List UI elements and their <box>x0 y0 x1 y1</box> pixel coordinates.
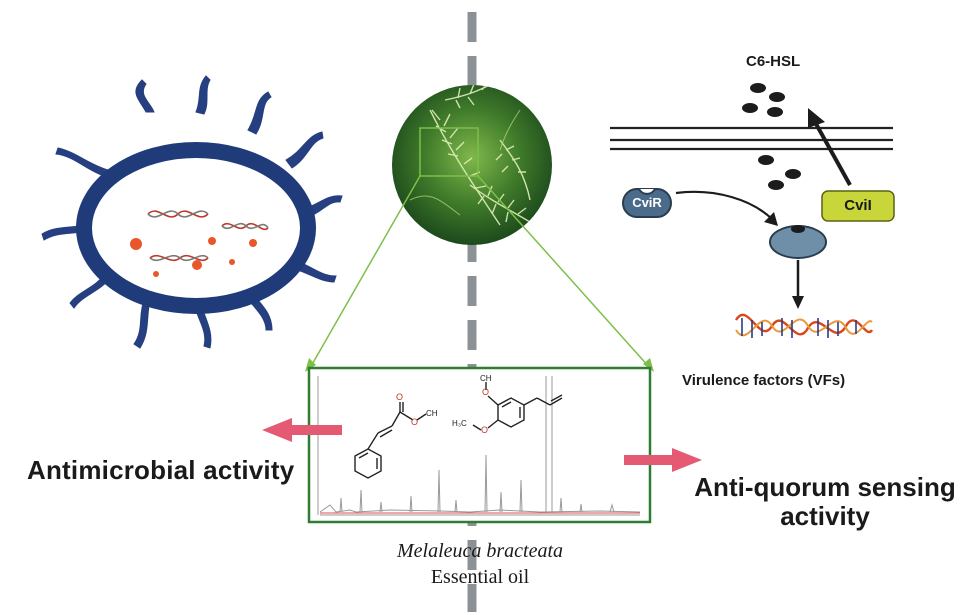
virulence-label: Virulence factors (VFs) <box>682 372 846 389</box>
methyleugenol-methoxy2-carbon: H₃C <box>452 419 467 428</box>
zoom-line-left <box>309 175 421 369</box>
c6hsl-label: C6-HSL <box>746 53 801 70</box>
bacterium-granules <box>130 237 257 277</box>
antiqs-label-line1: Anti-quorum sensing <box>694 472 956 502</box>
arrow-antiqs <box>624 448 702 472</box>
arrow-cvir-to-complex <box>675 190 778 226</box>
cvil-box <box>821 190 895 222</box>
cinnamate-oxygen-top: O <box>396 392 403 402</box>
arrow-antimicrobial <box>262 418 342 442</box>
cvil-label: CviI <box>844 197 872 214</box>
zoom-box <box>419 127 479 177</box>
antiqs-label-line2: activity <box>780 501 870 531</box>
c6hsl-molecules <box>742 83 801 190</box>
methyleugenol-structure <box>472 382 563 431</box>
methyleugenol-methoxy1-oxygen: O <box>482 387 489 397</box>
plant-photo <box>392 85 552 245</box>
cvir-icon <box>622 188 672 218</box>
methyleugenol-methoxy2-oxygen: O <box>481 425 488 435</box>
arrow-complex-to-dna <box>792 260 804 309</box>
cinnamate-structure <box>354 402 427 479</box>
bacterium-dna <box>147 210 269 262</box>
cinnamate-methyl: CH <box>426 409 438 418</box>
cvir-complex-icon <box>769 225 827 259</box>
methyleugenol-methoxy1-carbon: CH <box>480 374 492 383</box>
antimicrobial-label: Antimicrobial activity <box>27 455 295 485</box>
species-label: Melaleuca bracteata <box>396 540 564 562</box>
oil-label: Essential oil <box>430 566 530 588</box>
dna-helix-icon <box>734 313 874 338</box>
zoom-line-right <box>477 175 651 369</box>
membrane <box>610 126 893 151</box>
arrow-cvil-to-hsl <box>808 108 852 186</box>
chromatogram <box>317 376 641 516</box>
bacterium-body <box>76 142 316 314</box>
chromatogram-panel: O O CH CH O O H₃C <box>307 366 652 524</box>
cinnamate-oxygen-ester: O <box>411 417 418 427</box>
cvir-label: CviR <box>632 195 662 210</box>
